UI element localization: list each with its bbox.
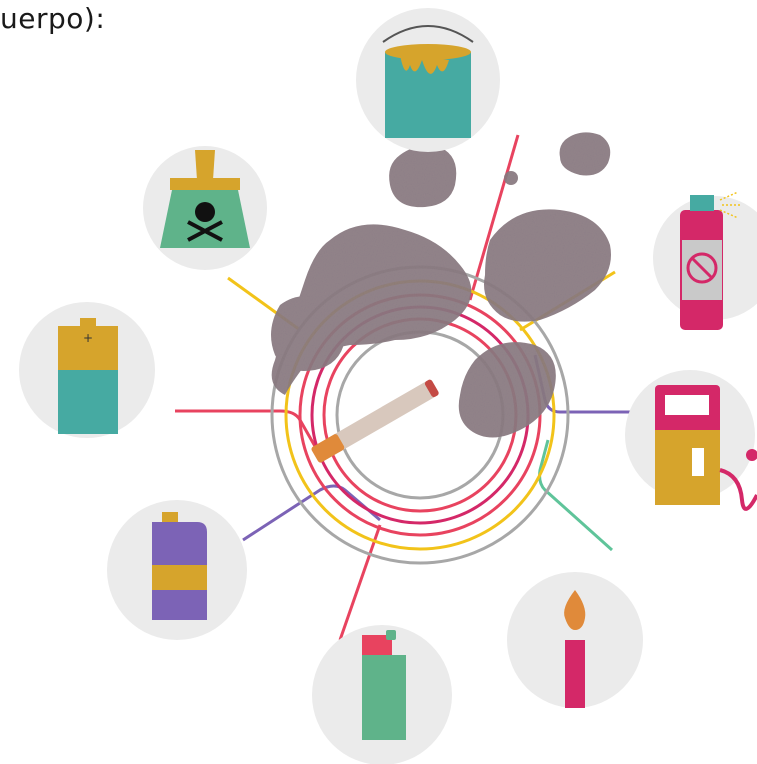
- jug-icon: [152, 512, 207, 620]
- cigarette-body: [328, 381, 437, 454]
- svg-text:+: +: [83, 331, 93, 345]
- smoke-puff-small: [504, 171, 518, 185]
- smoke-cloud-top-right: [560, 132, 611, 175]
- smoke-cloud-left-lower: [271, 296, 346, 371]
- item-gas-pump: [625, 370, 757, 509]
- connector-battery: [175, 411, 320, 455]
- item-insecticide: [653, 192, 757, 330]
- cigarette: [310, 379, 439, 464]
- item-solvent-jug: [107, 500, 247, 640]
- connector-candle: [540, 440, 612, 550]
- battery-icon: +: [58, 318, 118, 434]
- smoke-cloud-right-lower: [459, 342, 556, 437]
- smoke-cloud-top-left: [389, 146, 456, 207]
- smoke-clouds: [271, 132, 611, 437]
- item-battery: +: [19, 302, 155, 438]
- smoke-cloud-right: [484, 209, 611, 321]
- item-lighter: [312, 625, 452, 764]
- candle-icon: [564, 590, 585, 708]
- item-paint-can: [356, 8, 500, 152]
- item-candle: [507, 572, 643, 708]
- item-poison-flask: [143, 146, 267, 270]
